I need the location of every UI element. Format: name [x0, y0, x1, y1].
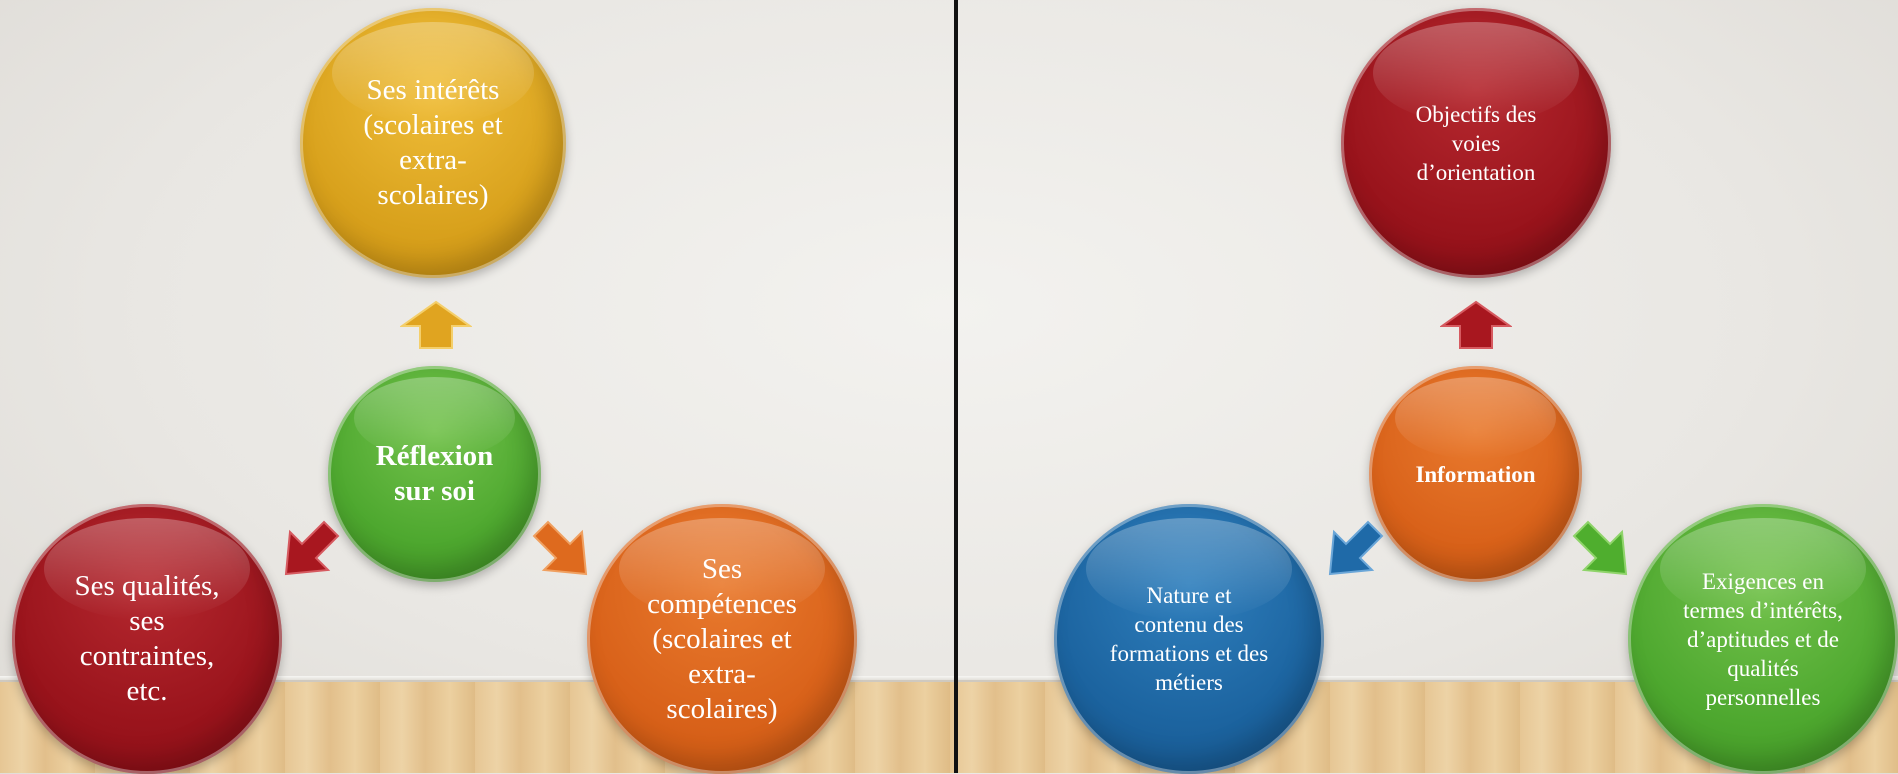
right-bottom-right-label: Exigences en termes d’intérêts, d’aptitu… [1683, 568, 1843, 710]
down-right-arrow-icon [532, 520, 588, 576]
left-center-label: Réflexion sur soi [375, 440, 494, 507]
left-bottom-left-label: Ses qualités, ses contraintes, etc. [74, 570, 220, 707]
right-bottom-left-label: Nature et contenu des formations et des … [1109, 583, 1269, 695]
left-top-circle: Ses intérêts (scolaires et extra- scolai… [300, 8, 566, 278]
up-arrow-icon [1440, 300, 1512, 349]
left-bottom-right-label: Ses compétences (scolaires et extra- sco… [647, 552, 797, 725]
down-right-arrow-icon [1572, 520, 1628, 576]
panel-divider [954, 0, 958, 773]
wooden-floor [0, 680, 1898, 773]
down-left-arrow-icon [1328, 520, 1384, 576]
right-bottom-left-circle: Nature et contenu des formations et des … [1054, 504, 1324, 774]
right-center-label: Information [1415, 461, 1536, 487]
down-left-arrow-icon [284, 520, 340, 576]
right-bottom-right-circle: Exigences en termes d’intérêts, d’aptitu… [1628, 504, 1898, 774]
left-bottom-right-circle: Ses compétences (scolaires et extra- sco… [587, 504, 857, 774]
left-center-circle: Réflexion sur soi [328, 366, 541, 582]
left-top-label: Ses intérêts (scolaires et extra- scolai… [363, 74, 503, 211]
right-diagram: Objectifs des voies d’orientation Inform… [958, 0, 1898, 774]
right-top-circle: Objectifs des voies d’orientation [1341, 8, 1611, 278]
right-center-circle: Information [1369, 366, 1582, 582]
baseboard [0, 676, 1898, 682]
right-top-label: Objectifs des voies d’orientation [1415, 101, 1537, 185]
left-bottom-left-circle: Ses qualités, ses contraintes, etc. [12, 504, 282, 774]
left-diagram: Ses intérêts (scolaires et extra- scolai… [12, 8, 857, 774]
up-arrow-icon [400, 300, 472, 349]
